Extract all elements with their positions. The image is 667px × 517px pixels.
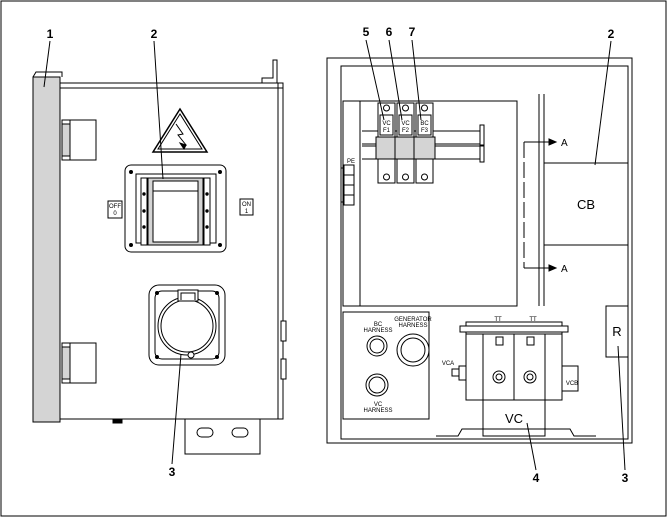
fuse-f3-top: BC <box>420 121 429 127</box>
fuse-f3-bottom: F3 <box>421 128 429 134</box>
fuse-f1-top: VC <box>382 121 391 127</box>
callout-6: 6 <box>386 25 393 39</box>
vca-label: VCA <box>442 361 454 367</box>
callout-3-right: 3 <box>622 471 629 485</box>
bc-harness-line2: HARNESS <box>363 328 392 334</box>
tt-left: TT <box>494 317 502 323</box>
fuse-f1-bottom: F1 <box>383 128 391 134</box>
off-label: OFF 0 <box>107 200 123 219</box>
cb-box <box>543 162 629 246</box>
enclosure-interior-inner <box>340 65 629 440</box>
warning-triangle-icon <box>151 107 209 153</box>
on-label-top: ON <box>242 202 251 208</box>
section-a-top: A <box>561 138 568 149</box>
pe-label: PE <box>347 159 355 165</box>
bc-harness-line1: BC <box>374 322 383 328</box>
callout-7: 7 <box>409 25 416 39</box>
vcb-label: VCB <box>566 381 578 387</box>
off-label-bottom: 0 <box>113 211 117 217</box>
cb-label: CB <box>577 197 595 212</box>
pe-terminal-strip: PE <box>341 159 355 206</box>
section-a-bottom: A <box>561 264 568 275</box>
harness-panel: BC HARNESS GENERATOR HARNESS VC HARNESS <box>342 311 432 420</box>
tt-right: TT <box>529 317 537 323</box>
on-label: ON 1 <box>239 198 254 216</box>
front-view: OFF 0 ON 1 <box>32 59 287 455</box>
callout-4: 4 <box>533 471 540 485</box>
callout-1: 1 <box>47 27 54 41</box>
vc-harness-line2: HARNESS <box>363 408 392 414</box>
mounting-plate <box>342 100 518 307</box>
generator-harness-gland <box>396 333 430 367</box>
callout-5: 5 <box>363 25 370 39</box>
off-label-top: OFF <box>109 204 121 210</box>
power-socket <box>148 284 226 366</box>
r-box <box>605 305 629 358</box>
gen-harness-line1: GENERATOR <box>394 317 432 323</box>
fuse-holders: VC F1 VC F2 BC F3 <box>362 102 485 184</box>
vc-harness-line1: VC <box>374 402 383 408</box>
callout-2-left: 2 <box>151 27 158 41</box>
callout-3-left: 3 <box>169 465 176 479</box>
section-a-markers: A A <box>523 138 568 275</box>
fuse-f2-bottom: F2 <box>402 128 410 134</box>
r-label: R <box>612 324 621 339</box>
on-label-bottom: 1 <box>245 209 249 215</box>
gen-harness-line2: HARNESS <box>398 323 427 329</box>
lower-hinge <box>61 342 97 384</box>
door-hinge-edge <box>32 76 61 423</box>
vc-label: VC <box>505 411 523 426</box>
upper-hinge <box>61 119 97 161</box>
fuse-f2-top: VC <box>401 121 410 127</box>
callout-2-right: 2 <box>608 27 615 41</box>
mounting-bracket <box>112 418 261 455</box>
breaker-handle-window <box>124 164 227 253</box>
interior-view: PE VC F1 VC <box>326 57 633 444</box>
vc-terminal-block: TT TT VCB VCA VC <box>436 317 596 437</box>
